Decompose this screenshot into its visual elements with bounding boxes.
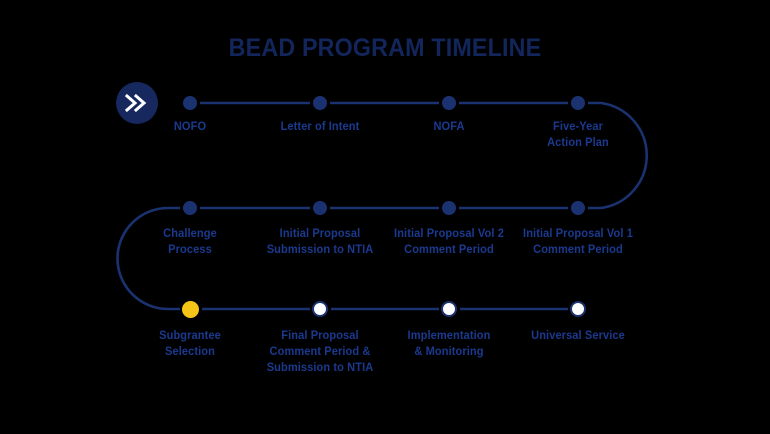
timeline-node-final-proposal-comment-period[interactable] — [312, 301, 328, 317]
timeline-start-badge — [116, 82, 158, 124]
label-line: NOFA — [433, 121, 465, 133]
label-line: Final Proposal — [281, 330, 359, 342]
page-title: BEAD PROGRAM TIMELINE — [228, 34, 542, 62]
label-line: Submission to NTIA — [266, 244, 374, 256]
label-line: Submission to NTIA — [266, 362, 374, 374]
timeline-node-initial-proposal-vol-1[interactable] — [571, 201, 585, 215]
timeline-node-initial-proposal-vol-2[interactable] — [442, 201, 456, 215]
label-line: Challenge — [163, 228, 217, 240]
timeline-node-nofa[interactable] — [442, 96, 456, 110]
double-chevron-right-icon — [125, 93, 147, 113]
timeline-label-initial-proposal-vol-1: Initial Proposal Vol 1 Comment Period — [511, 226, 645, 258]
label-line: Subgrantee — [159, 330, 221, 342]
timeline-label-final-proposal-comment-period: Final Proposal Comment Period & Submissi… — [253, 328, 387, 376]
timeline-label-challenge-process: Challenge Process — [137, 226, 243, 258]
label-line: Five-Year — [553, 121, 603, 133]
label-line: Implementation — [407, 330, 491, 342]
label-line: Action Plan — [547, 137, 609, 149]
label-line: Process — [168, 244, 212, 256]
timeline-node-subgrantee-selection[interactable] — [181, 300, 199, 318]
connector-arc-right — [588, 101, 649, 210]
timeline-label-nofa: NOFA — [401, 119, 497, 135]
label-line: & Monitoring — [414, 346, 484, 358]
label-line: Initial Proposal Vol 2 — [394, 228, 504, 240]
timeline-label-letter-of-intent: Letter of Intent — [258, 119, 383, 135]
timeline-node-five-year-action-plan[interactable] — [571, 96, 585, 110]
label-line: Comment Period & — [269, 346, 371, 358]
label-line: Initial Proposal — [279, 228, 361, 240]
connector-arc-left — [116, 206, 180, 311]
timeline-label-initial-proposal-submission: Initial Proposal Submission to NTIA — [253, 226, 387, 258]
timeline-label-implementation-monitoring: Implementation & Monitoring — [387, 328, 512, 360]
timeline-label-nofo: NOFO — [142, 119, 238, 135]
timeline-node-initial-proposal-submission[interactable] — [313, 201, 327, 215]
timeline-node-challenge-process[interactable] — [183, 201, 197, 215]
timeline-node-letter-of-intent[interactable] — [313, 96, 327, 110]
timeline-label-five-year-action-plan: Five-Year Action Plan — [520, 119, 635, 151]
timeline-label-subgrantee-selection: Subgrantee Selection — [137, 328, 243, 360]
label-line: Comment Period — [404, 244, 494, 256]
label-line: Initial Proposal Vol 1 — [523, 228, 633, 240]
timeline-label-universal-service: Universal Service — [516, 328, 641, 344]
label-line: Universal Service — [531, 330, 625, 342]
timeline-node-universal-service[interactable] — [570, 301, 586, 317]
timeline-node-implementation-monitoring[interactable] — [441, 301, 457, 317]
label-line: Comment Period — [533, 244, 623, 256]
label-line: Letter of Intent — [280, 121, 360, 133]
label-line: Selection — [165, 346, 215, 358]
timeline-label-initial-proposal-vol-2: Initial Proposal Vol 2 Comment Period — [382, 226, 516, 258]
label-line: NOFO — [173, 121, 207, 133]
timeline-node-nofo[interactable] — [183, 96, 197, 110]
